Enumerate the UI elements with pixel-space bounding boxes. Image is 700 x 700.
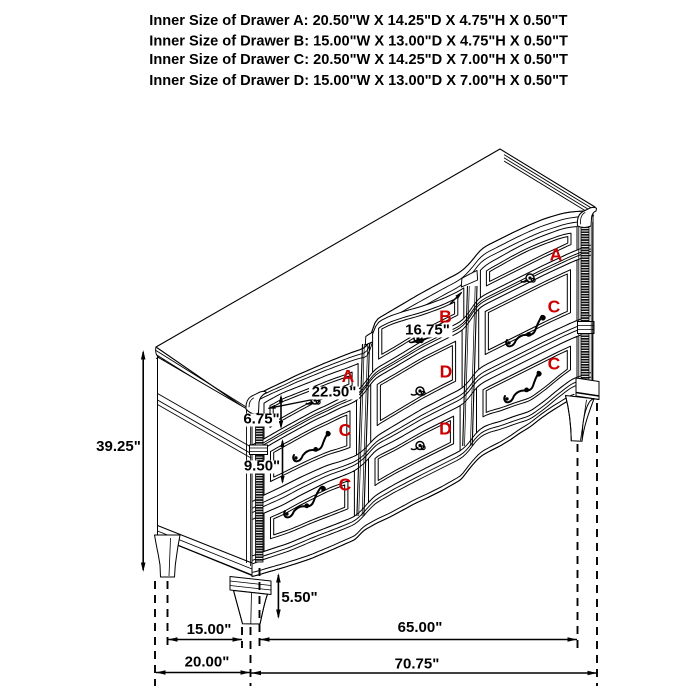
svg-text:D: D	[439, 419, 452, 439]
svg-text:A: A	[550, 245, 563, 265]
svg-text:B: B	[439, 307, 452, 327]
svg-text:15.00": 15.00"	[187, 621, 232, 638]
svg-text:C: C	[339, 475, 352, 495]
svg-text:A: A	[342, 366, 355, 386]
svg-text:39.25": 39.25"	[96, 438, 141, 455]
svg-text:5.50": 5.50"	[281, 589, 317, 606]
svg-text:70.75": 70.75"	[395, 656, 440, 673]
svg-text:C: C	[339, 420, 352, 440]
svg-text:16.75": 16.75"	[405, 322, 450, 339]
svg-text:Inner Size of Drawer B: 15.00": Inner Size of Drawer B: 15.00"W X 13.00"…	[149, 34, 568, 50]
svg-text:D: D	[440, 362, 453, 382]
svg-text:20.00": 20.00"	[185, 654, 230, 671]
svg-text:9.50": 9.50"	[244, 458, 280, 475]
svg-text:Inner Size of Drawer D: 15.00": Inner Size of Drawer D: 15.00"W X 13.00"…	[149, 73, 568, 89]
svg-text:C: C	[548, 354, 561, 374]
svg-text:C: C	[548, 297, 561, 317]
svg-text:Inner Size of Drawer C: 20.50": Inner Size of Drawer C: 20.50"W X 14.25"…	[149, 52, 568, 68]
svg-text:22.50": 22.50"	[312, 384, 357, 401]
svg-text:6.75": 6.75"	[243, 411, 279, 428]
svg-text:Inner Size of Drawer A: 20.50": Inner Size of Drawer A: 20.50"W X 14.25"…	[149, 13, 567, 29]
svg-text:65.00": 65.00"	[398, 619, 443, 636]
